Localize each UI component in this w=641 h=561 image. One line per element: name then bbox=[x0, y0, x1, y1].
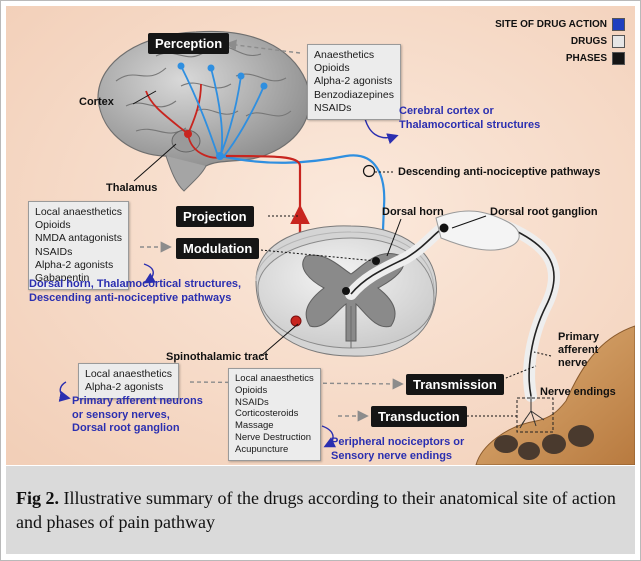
phase-transmission: Transmission bbox=[406, 374, 504, 395]
phase-projection: Projection bbox=[176, 206, 254, 227]
label-dorsal-root-ganglion: Dorsal root ganglion bbox=[490, 206, 598, 219]
drugs-perception: Anaesthetics Opioids Alpha-2 agonists Be… bbox=[307, 44, 401, 120]
drugs-modulation: Local anaesthetics Opioids NMDA antagoni… bbox=[28, 201, 129, 290]
label-cortex: Cortex bbox=[79, 96, 114, 109]
drug-item: Corticosteroids bbox=[235, 408, 314, 420]
drug-item: Benzodiazepines bbox=[314, 89, 394, 102]
pain-pathway-figure: SITE OF DRUG ACTION DRUGS PHASES Percept… bbox=[6, 6, 635, 465]
phase-transduction: Transduction bbox=[371, 406, 467, 427]
phase-modulation: Modulation bbox=[176, 238, 259, 259]
caption-body: Illustrative summary of the drugs accord… bbox=[16, 488, 616, 532]
label-primary-afferent-nerve: Primary afferent nerve bbox=[558, 331, 599, 370]
drug-item: Local anaesthetics bbox=[35, 206, 122, 219]
drug-item: Acupuncture bbox=[235, 444, 314, 456]
neuron-dot bbox=[208, 65, 215, 72]
drug-item: Opioids bbox=[35, 219, 122, 232]
thalamus-neuron-dot bbox=[184, 130, 192, 138]
neuron-dot bbox=[238, 73, 245, 80]
legend-swatch-phases bbox=[612, 52, 625, 65]
label-nerve-endings: Nerve endings bbox=[540, 386, 616, 399]
legend-site-of-drug-action: SITE OF DRUG ACTION bbox=[495, 18, 625, 31]
label-spinothalamic-tract: Spinothalamic tract bbox=[166, 351, 268, 364]
site-perception: Cerebral cortex or Thalamocortical struc… bbox=[399, 105, 540, 132]
drug-item: Anaesthetics bbox=[314, 49, 394, 62]
figure-caption: Fig 2. Illustrative summary of the drugs… bbox=[6, 466, 635, 554]
drug-item: Massage bbox=[235, 420, 314, 432]
drug-item: NSAIDs bbox=[35, 246, 122, 259]
legend-swatch-drugs bbox=[612, 35, 625, 48]
label-dorsal-horn: Dorsal horn bbox=[382, 206, 444, 219]
site-transmission: Primary afferent neurons or sensory nerv… bbox=[72, 395, 203, 436]
drugs-transduction: Local anaesthetics Opioids NSAIDs Cortic… bbox=[228, 368, 321, 461]
drug-item: Alpha-2 agonists bbox=[85, 381, 172, 394]
drg-neuron-dot bbox=[440, 224, 449, 233]
phase-perception: Perception bbox=[148, 33, 229, 54]
drug-item: Local anaesthetics bbox=[235, 373, 314, 385]
legend-drugs: DRUGS bbox=[571, 35, 625, 48]
drug-item: Nerve Destruction bbox=[235, 432, 314, 444]
site-transduction: Peripheral nociceptors or Sensory nerve … bbox=[331, 436, 464, 463]
drug-item: NMDA antagonists bbox=[35, 232, 122, 245]
caption-text: Fig 2. Illustrative summary of the drugs… bbox=[16, 486, 626, 534]
drug-item: NSAIDs bbox=[314, 102, 394, 115]
drug-item: Opioids bbox=[235, 385, 314, 397]
legend-phases: PHASES bbox=[566, 52, 625, 65]
drug-item: NSAIDs bbox=[235, 397, 314, 409]
site-modulation: Dorsal horn, Thalamocortical structures,… bbox=[29, 278, 241, 305]
spinothalamic-neuron-dot bbox=[291, 316, 301, 326]
label-descending-pathways: Descending anti-nociceptive pathways bbox=[398, 166, 600, 179]
drug-item: Alpha-2 agonists bbox=[35, 259, 122, 272]
dorsal-horn-neuron-dot-2 bbox=[342, 287, 350, 295]
neuron-dot bbox=[178, 63, 185, 70]
drug-item: Local anaesthetics bbox=[85, 368, 172, 381]
caption-label: Fig 2. bbox=[16, 488, 59, 508]
drugs-transmission: Local anaesthetics Alpha-2 agonists bbox=[78, 363, 179, 399]
drug-item: Alpha-2 agonists bbox=[314, 75, 394, 88]
drug-item: Opioids bbox=[314, 62, 394, 75]
legend-swatch-site bbox=[612, 18, 625, 31]
label-thalamus: Thalamus bbox=[106, 182, 157, 195]
neuron-dot bbox=[261, 83, 268, 90]
